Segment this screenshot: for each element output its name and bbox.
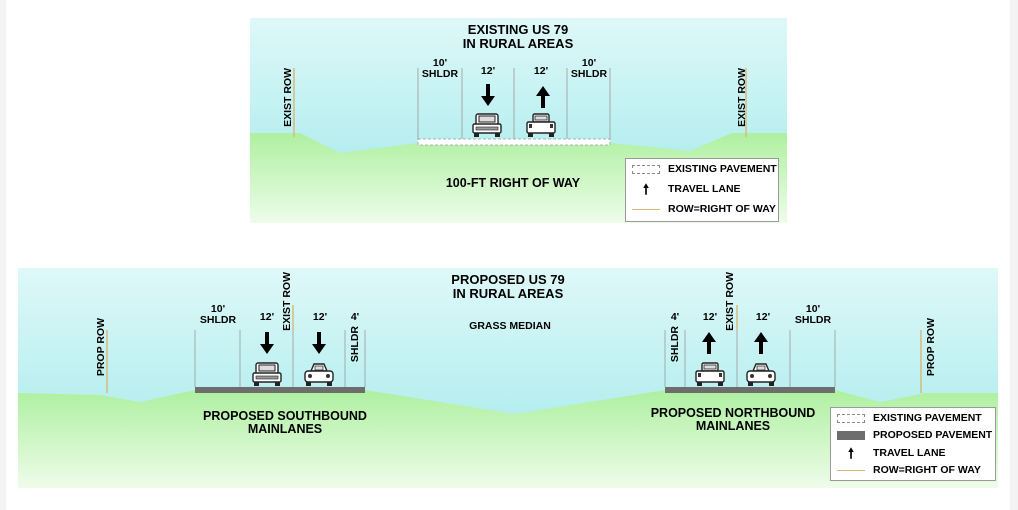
nb-caption: PROPOSED NORTHBOUND MAINLANES xyxy=(650,406,816,434)
truck-front-icon xyxy=(472,113,502,138)
row-line-swatch xyxy=(837,469,865,471)
up-arrow-icon: 🠕 xyxy=(847,445,854,461)
existing-row-width-caption: 100-FT RIGHT OF WAY xyxy=(445,176,581,190)
sb-lane1-width: 12' xyxy=(259,311,275,323)
truck-front-icon xyxy=(252,362,282,387)
prop-row-right-label: PROP ROW xyxy=(925,318,937,377)
legend-proposed-pavement: PROPOSED PAVEMENT xyxy=(837,428,992,442)
up-arrow-icon xyxy=(536,86,550,108)
proposed-pavement-swatch xyxy=(837,430,865,440)
legend-travel-lane: 🠕 TRAVEL LANE xyxy=(632,182,741,196)
proposed-legend: EXISTING PAVEMENT PROPOSED PAVEMENT 🠕 TR… xyxy=(830,407,996,481)
down-arrow-icon xyxy=(312,332,326,354)
prop-row-left-label: PROP ROW xyxy=(95,318,107,377)
nb-lane1-width: 12' xyxy=(702,311,718,323)
exist-left-shoulder-label: 10' SHLDR xyxy=(421,57,459,81)
legend-row: ROW=RIGHT OF WAY xyxy=(837,463,981,477)
existing-title-line1: EXISTING US 79 xyxy=(467,22,569,37)
down-arrow-icon xyxy=(481,84,495,106)
sb-proposed-pavement xyxy=(195,387,365,393)
proposed-title-line2: IN RURAL AREAS xyxy=(452,285,564,301)
nb-outer-shoulder-label: 10' SHLDR xyxy=(794,303,832,327)
existing-pavement xyxy=(417,138,611,146)
nb-lane2-width: 12' xyxy=(755,311,771,323)
sb-caption: PROPOSED SOUTHBOUND MAINLANES xyxy=(203,409,367,437)
legend-travel-lane: 🠕 TRAVEL LANE xyxy=(837,446,946,460)
sb-outer-shoulder-label: 10' SHLDR xyxy=(199,303,237,327)
existing-title-line2: IN RURAL AREAS xyxy=(462,35,574,51)
exist-row-right-label: EXIST ROW xyxy=(736,68,748,127)
exist-lane-right-width: 12' xyxy=(533,65,549,77)
up-arrow-icon: 🠕 xyxy=(642,181,649,197)
proposed-section xyxy=(18,268,998,488)
proposed-ground xyxy=(18,390,998,488)
nb-inner-shoulder-label: SHLDR xyxy=(669,326,681,363)
existing-title: EXISTING US 79 IN RURAL AREAS xyxy=(448,23,588,50)
proposed-title-line1: PROPOSED US 79 xyxy=(451,272,565,287)
exist-lane-left-width: 12' xyxy=(480,65,496,77)
nb-inner-shoulder-width: 4' xyxy=(670,311,680,323)
exist-right-shoulder-label: 10' SHLDR xyxy=(570,57,608,81)
legend-row: ROW=RIGHT OF WAY xyxy=(632,202,776,216)
sb-inner-shoulder-label: SHLDR xyxy=(349,326,361,363)
up-arrow-icon xyxy=(754,332,768,354)
up-arrow-icon xyxy=(702,332,716,354)
legend-existing-pavement: EXISTING PAVEMENT xyxy=(632,162,777,176)
proposed-title: PROPOSED US 79 IN RURAL AREAS xyxy=(438,273,578,300)
exist-row-left-label: EXIST ROW xyxy=(282,68,294,127)
nb-proposed-pavement xyxy=(665,387,835,393)
row-line-swatch xyxy=(632,208,660,210)
sb-lane2-width: 12' xyxy=(312,311,328,323)
existing-pavement-swatch xyxy=(632,164,660,174)
legend-existing-pavement: EXISTING PAVEMENT xyxy=(837,411,982,425)
sb-inner-shoulder-width: 4' xyxy=(350,311,360,323)
existing-legend: EXISTING PAVEMENT 🠕 TRAVEL LANE ROW=RIGH… xyxy=(625,158,779,222)
existing-pavement-swatch xyxy=(837,413,865,423)
down-arrow-icon xyxy=(260,332,274,354)
grass-median-label: GRASS MEDIAN xyxy=(469,320,551,332)
